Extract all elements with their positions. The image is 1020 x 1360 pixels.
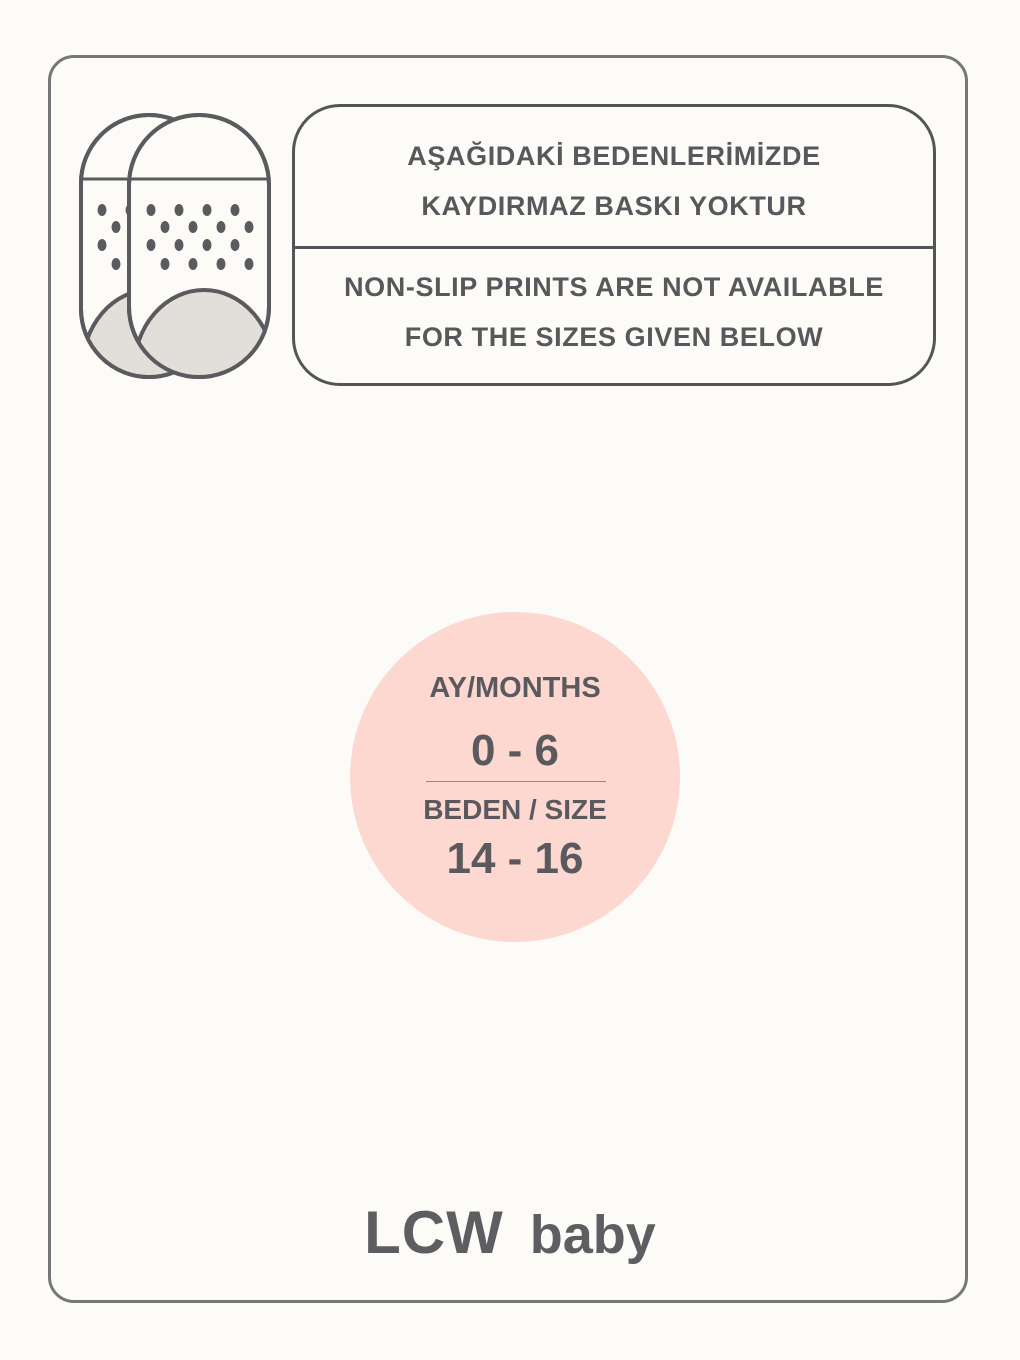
- size-divider: [426, 781, 606, 782]
- brand-logo: LCW baby: [0, 1198, 1020, 1267]
- notice-tr-line-1: AŞAĞIDAKİ BEDENLERİMİZDE: [407, 141, 821, 171]
- brand-sub: baby: [529, 1205, 656, 1265]
- months-label: AY/MONTHS: [429, 672, 601, 704]
- notice-divider: [295, 246, 933, 249]
- brand-name: LCW: [364, 1199, 504, 1266]
- notice-tr-line-2: KAYDIRMAZ BASKI YOKTUR: [421, 191, 807, 221]
- non-slip-notice: AŞAĞIDAKİ BEDENLERİMİZDE KAYDIRMAZ BASKI…: [292, 104, 936, 386]
- size-badge: AY/MONTHS 0 - 6 BEDEN / SIZE 14 - 16: [350, 612, 680, 942]
- size-value: 14 - 16: [446, 834, 584, 883]
- size-label: BEDEN / SIZE: [423, 794, 607, 825]
- notice-en-line-2: FOR THE SIZES GIVEN BELOW: [404, 322, 824, 352]
- months-value: 0 - 6: [470, 726, 560, 775]
- notice-en-line-1: NON-SLIP PRINTS ARE NOT AVAILABLE: [344, 272, 884, 302]
- sock-pair-icon: [79, 113, 271, 379]
